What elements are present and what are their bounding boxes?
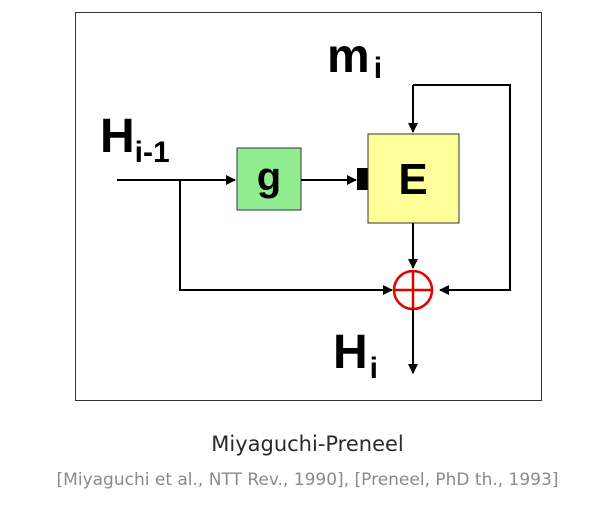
caption-title: Miyaguchi-Preneel	[211, 432, 404, 456]
message-subscript: i	[374, 52, 382, 85]
output-hash-subscript: i	[370, 352, 378, 385]
e-cipher-block	[367, 133, 460, 224]
output-hash-label: Hi	[333, 326, 378, 385]
arrow-feedforward-to-xor	[179, 180, 393, 295]
input-hash-label: Hi-1	[100, 110, 170, 169]
e-cipher-label: E	[398, 155, 427, 204]
caption-references: [Miyaguchi et al., NTT Rev., 1990], [Pre…	[56, 470, 559, 490]
arrow-message-feedforward-to-xor	[413, 84, 511, 295]
diagram-frame	[75, 12, 542, 401]
g-function-label: g	[257, 155, 281, 199]
xor-icon	[392, 269, 434, 311]
input-hash-subscript: i-1	[135, 136, 170, 169]
